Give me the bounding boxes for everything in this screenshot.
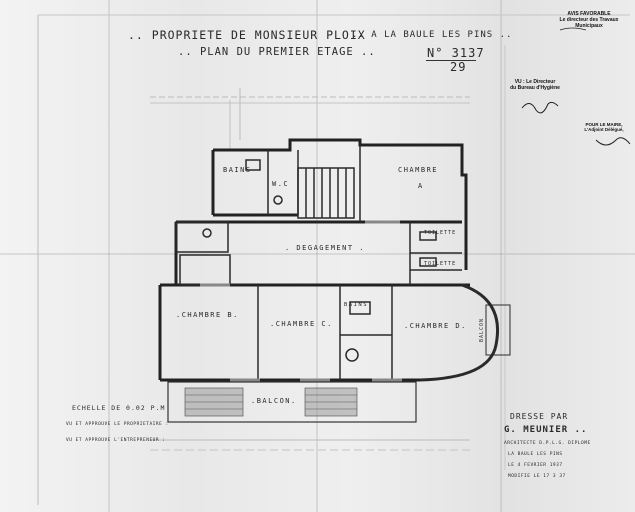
room-label-chambre-c: .CHAMBRE C. xyxy=(270,320,333,328)
approval-owner: VU ET APPROUVE LE PROPRIETAIRE : xyxy=(66,422,169,427)
architect-dresse: DRESSE PAR xyxy=(510,412,569,421)
room-label-balcon-side: BALCON xyxy=(479,317,486,343)
title-location: .. A LA BAULE LES PINS .. xyxy=(352,30,513,40)
architect-name: G. MEUNIER .. xyxy=(504,425,588,435)
room-label-chambre-a: CHAMBRE xyxy=(398,166,439,174)
room-label-toilette-2: TOILETTE xyxy=(424,261,457,267)
architect-modified: MODIFIE LE 17 3 37 xyxy=(508,474,566,479)
architect-place: LA BAULE LES PINS xyxy=(508,452,563,457)
stamp-avis-title: AVIS FAVORABLE xyxy=(567,11,611,17)
room-label-chambre-b: .CHAMBRE B. xyxy=(176,311,239,319)
stamp-avis-favorable: AVIS FAVORABLE Le directeur des Travaux … xyxy=(548,11,630,29)
stamp-pour-line1: POUR LE MAIRE, xyxy=(585,122,623,127)
sheet-number: 29 xyxy=(450,60,467,74)
room-label-chambre-a-letter: A xyxy=(418,182,424,190)
room-label-balcon: .BALCON. xyxy=(251,397,297,405)
room-label-bains-mid: BAINS xyxy=(344,302,369,308)
horizontal-fold xyxy=(0,253,635,255)
vertical-fold-right xyxy=(500,0,502,512)
title-line1: .. PROPRIETE DE MONSIEUR PLOIX xyxy=(128,28,366,42)
balcony-area xyxy=(167,381,417,423)
title-line2: .. PLAN DU PREMIER ETAGE .. xyxy=(178,46,376,58)
architect-role: ARCHITECTE D.P.L.G. DIPLOME xyxy=(504,441,591,446)
room-label-bains-top: BAINS xyxy=(223,166,252,174)
stamp-maire: POUR LE MAIRE, L'Adjoint Délégué, xyxy=(578,122,630,132)
vertical-fold-center xyxy=(316,0,318,512)
approval-contractor: VU ET APPROUVE L'ENTREPRENEUR : xyxy=(66,438,166,443)
stamp-avis-body: Le directeur des Travaux Municipaux xyxy=(559,16,619,29)
stamp-vu-line2: du Bureau d'Hygiène xyxy=(510,84,560,91)
room-label-toilette-1: TOILETTE xyxy=(424,230,457,236)
vertical-fold-left xyxy=(108,0,110,512)
drawing-number: N° 3137 xyxy=(427,46,485,60)
stamp-pour-line2: L'Adjoint Délégué, xyxy=(584,127,624,133)
scale-note: ECHELLE DE 0.02 P.M xyxy=(72,404,166,412)
number-underline xyxy=(426,60,476,61)
architect-date: LE 4 FEVRIER 1937 xyxy=(508,463,563,468)
room-label-chambre-d: .CHAMBRE D. xyxy=(404,322,467,330)
stamp-hygiene: VU : Le Directeur du Bureau d'Hygiène xyxy=(506,79,564,92)
room-label-wc: W.C xyxy=(272,180,290,188)
room-label-degagement: . DEGAGEMENT . xyxy=(285,244,366,252)
stamp-vu-line1: VU : Le Directeur xyxy=(514,79,556,85)
